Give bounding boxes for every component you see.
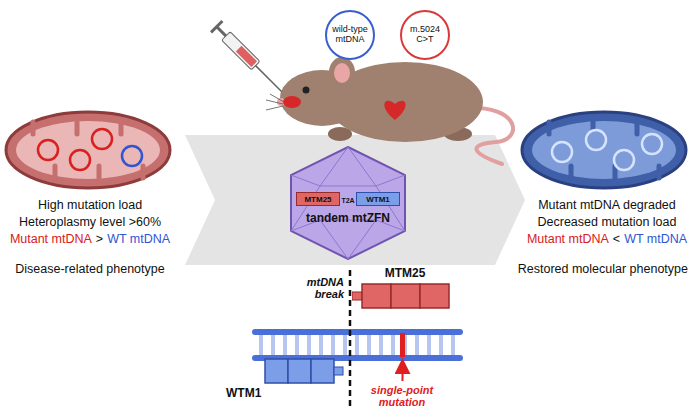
node-label: tandem mtZFN [304, 212, 392, 225]
node-label: MTM25 [358, 266, 452, 280]
text-line: T2A [341, 197, 354, 205]
mtm25-zinc-fingers: MTM25 [352, 266, 452, 309]
text-line: High mutation load [38, 198, 142, 213]
node-label: m.5024 C>T [404, 25, 446, 45]
text-line: Heteroplasmy level >60% [19, 215, 161, 230]
label-text: WT mtDNA [107, 232, 170, 246]
capsid-text: tandem mtZFN [304, 212, 392, 225]
syringe [211, 21, 287, 97]
label-text: High mutation load [38, 198, 142, 212]
restored-mitochondrion [522, 112, 686, 188]
label-text: Heteroplasmy level >60% [19, 215, 161, 229]
label-text: single-point mutation [371, 384, 433, 408]
text-line: single-point mutation [363, 384, 441, 408]
node-label: WTM1 [366, 195, 390, 204]
wildtype-circle: wild-type mtDNA [325, 10, 375, 60]
text-line: Restored molecular phenotype [518, 262, 688, 277]
label-text: T2A [341, 197, 354, 204]
wtm1-zinc-fingers: WTM1 [226, 358, 344, 384]
label-text: Decreased mutation load [538, 215, 677, 229]
mutant-circle: m.5024 C>T [400, 10, 450, 60]
node-label: wild-type mtDNA [329, 25, 371, 45]
wtm1-box: WTM1 [356, 192, 400, 206]
mutant-mitochondrion [6, 112, 170, 188]
text-line: Disease-related phenotype [15, 262, 164, 277]
label-text: < [613, 232, 620, 246]
mouse [266, 57, 513, 164]
mtdna-duplex [255, 270, 460, 408]
text-line: Mutant mtDNA < WT mtDNA [527, 232, 687, 247]
label-text: > [96, 232, 103, 246]
node-label: MTM25 [304, 195, 331, 204]
node-label: WTM1 [226, 386, 261, 400]
capsid-facets [291, 147, 405, 259]
text-line: Decreased mutation load [538, 215, 677, 230]
label-text: Mutant mtDNA [10, 232, 92, 246]
label-text: Restored molecular phenotype [518, 262, 688, 276]
text-line: Mutant mtDNA > WT mtDNA [10, 232, 170, 247]
process-band [185, 135, 525, 265]
label-text: Mutant mtDNA [527, 232, 609, 246]
label-text: mtDNA break [307, 276, 344, 300]
mtm25-box: MTM25 [296, 192, 340, 206]
text-line: Mutant mtDNA degraded [538, 198, 676, 213]
label-text: WT mtDNA [624, 232, 687, 246]
label-text: Disease-related phenotype [15, 262, 164, 276]
capsid-hexagon [291, 147, 405, 259]
label-text: Mutant mtDNA degraded [538, 198, 676, 212]
zinc-finger-array [264, 358, 344, 384]
text-line: mtDNA break [288, 276, 344, 300]
zinc-finger-array [352, 283, 452, 309]
